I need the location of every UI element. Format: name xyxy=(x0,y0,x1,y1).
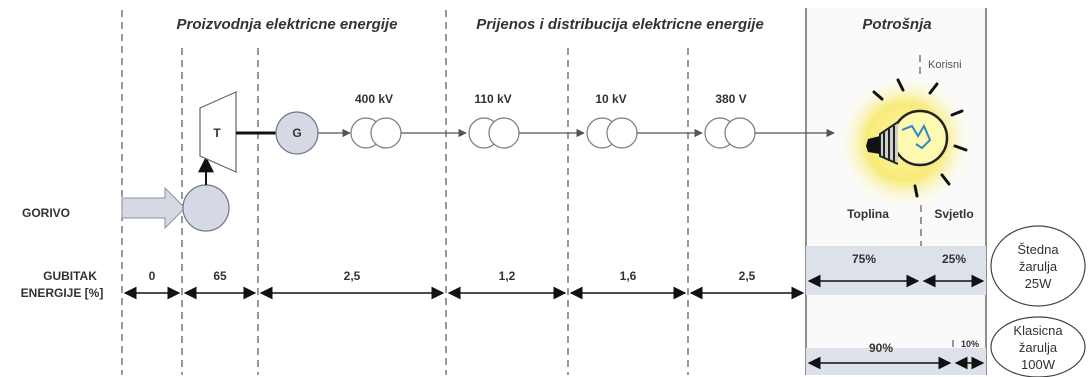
turbine-label: T xyxy=(213,126,221,140)
transformer-icon xyxy=(724,117,756,149)
voltage-label: 10 kV xyxy=(595,92,626,106)
bulb-name: Štedna xyxy=(1017,242,1059,257)
loss-value: 2,5 xyxy=(739,269,756,283)
transformer-icon xyxy=(370,117,402,149)
bulb-name-oval xyxy=(990,225,1086,307)
bulb-name: žarulja xyxy=(1019,259,1058,274)
bulb-name: Klasicna xyxy=(1013,323,1063,338)
bulb-bar xyxy=(806,348,986,375)
boiler-circle xyxy=(182,184,230,232)
bulb-name: žarulja xyxy=(1019,340,1058,355)
transformer-icon xyxy=(606,117,638,149)
fuel-label: GORIVO xyxy=(22,206,70,220)
loss-value: 1,6 xyxy=(620,269,637,283)
loss-value: 1,2 xyxy=(499,269,516,283)
light-percent: 25% xyxy=(942,252,966,266)
consumption-header: Potrošnja xyxy=(862,16,931,33)
light-percent: 10% xyxy=(961,339,979,349)
bulb-name: 25W xyxy=(1025,276,1052,291)
voltage-label: 400 kV xyxy=(355,92,393,106)
transmission-header: Prijenos i distribucija elektricne energ… xyxy=(476,16,764,33)
fuel-arrow xyxy=(121,186,186,230)
bulb-name: 100W xyxy=(1021,357,1056,372)
useful-label: Korisni xyxy=(928,59,962,71)
heat-percent: 75% xyxy=(852,252,876,266)
generator-label: G xyxy=(292,126,301,140)
transformer-icon xyxy=(488,117,520,149)
turbine-shape xyxy=(199,91,237,173)
heat-label: Toplina xyxy=(847,207,889,221)
production-header: Proizvodnja elektricne energije xyxy=(177,16,398,33)
loss-label: GUBITAK xyxy=(43,269,97,283)
bulb-name-oval xyxy=(990,316,1086,377)
loss-value: 65 xyxy=(213,269,227,283)
loss-value: 0 xyxy=(149,269,156,283)
voltage-label: 110 kV xyxy=(474,92,511,106)
voltage-label: 380 V xyxy=(715,92,746,106)
light-label: Svjetlo xyxy=(934,207,973,221)
loss-value: 2,5 xyxy=(344,269,361,283)
loss-label: ENERGIJE [%] xyxy=(21,286,104,300)
light-bulb-icon xyxy=(835,72,975,212)
heat-percent: 90% xyxy=(869,341,893,355)
